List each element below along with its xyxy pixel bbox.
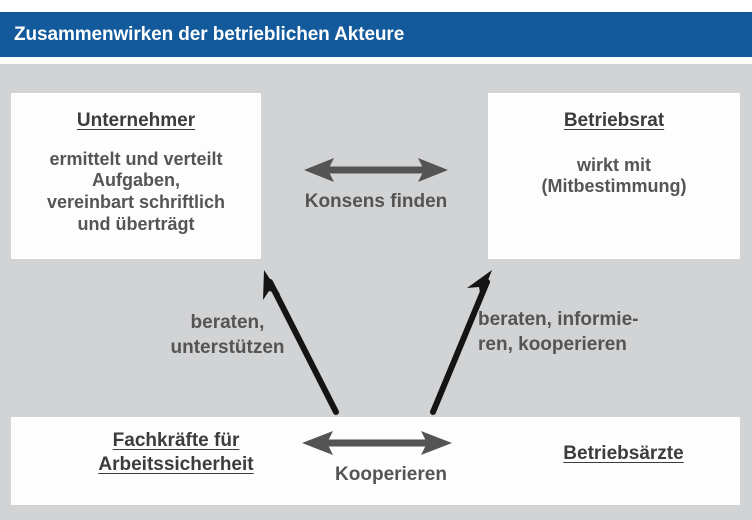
box-betriebsrat: Betriebsrat wirkt mit (Mitbestimmung) [488,93,740,259]
arrow-konsens-finden-icon [304,158,448,182]
arrow-label-beraten-informieren-kooperieren-line-1: beraten, informie- [478,309,639,330]
box-unternehmer-body-line-1: ermittelt und verteilt [49,148,223,169]
arrow-label-konsens: Konsens finden [304,191,448,212]
box-unternehmer-body-line-2: Aufgaben, [92,170,180,191]
box-unternehmer-body: ermittelt und verteilt Aufgaben, vereinb… [11,149,261,235]
arrow-label-kooperieren: Kooperieren [335,464,447,485]
arrow-label-beraten-unterstuetzen: beraten, unterstützen [130,311,325,360]
arrow-label-beraten-informieren-kooperieren-line-2: ren, kooperieren [478,333,627,355]
box-unternehmer: Unternehmer ermittelt und verteilt Aufga… [11,93,261,259]
arrow-label-beraten-unterstuetzen-line-1: beraten, [190,312,265,333]
arrow-label-beraten-informieren-kooperieren: beraten, informie- ren, kooperieren [478,308,713,357]
arrow-label-beraten-unterstuetzen-line-2: unterstützen [170,336,285,358]
box-betriebsrat-title: Betriebsrat [563,110,665,131]
box-fachkraefte-title-line-1: Fachkräfte für [112,430,240,451]
box-betriebsrat-body-line-2: (Mitbestimmung) [541,176,687,197]
box-bottom-band: Fachkräfte für Arbeitssicherheit Betrieb… [11,417,740,505]
box-fachkraefte-title-line-2: Arbeitssicherheit [98,453,254,475]
box-betriebsrat-body-line-1: wirkt mit [576,154,651,175]
box-betriebsrat-body: wirkt mit (Mitbestimmung) [488,155,740,198]
box-unternehmer-title: Unternehmer [76,110,196,131]
box-fachkraefte-title: Fachkräfte für Arbeitssicherheit [56,429,296,477]
page-title: Zusammenwirken der betrieblichen Akteure [14,23,405,45]
box-betriebsaerzte-title: Betriebsärzte [516,442,731,466]
diagram-field: Unternehmer ermittelt und verteilt Aufga… [0,64,752,520]
box-unternehmer-body-line-4: und überträgt [77,213,195,234]
box-betriebsaerzte-title-line-1: Betriebsärzte [563,443,684,464]
box-unternehmer-body-line-3: vereinbart schriftlich [46,191,226,212]
header-bar: Zusammenwirken der betrieblichen Akteure [0,12,752,57]
